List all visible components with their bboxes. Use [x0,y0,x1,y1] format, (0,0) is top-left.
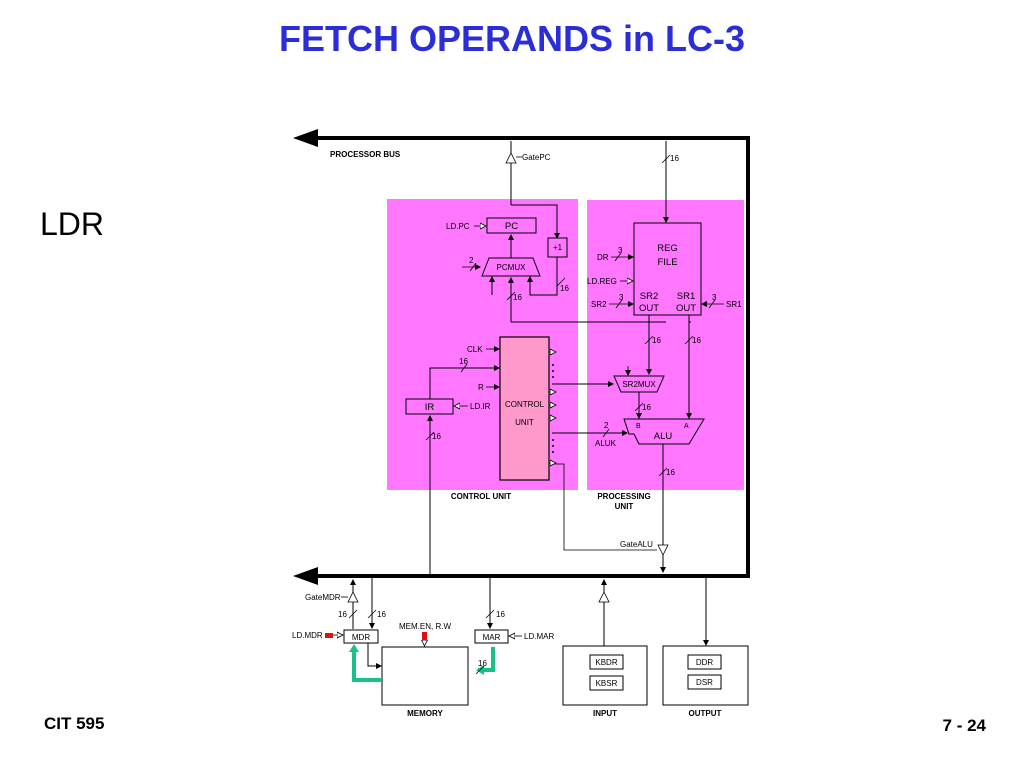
dr-width-label: 3 [618,246,623,255]
register-file [633,222,702,316]
ld-mar-label: LD.MAR [524,632,554,641]
ld-mdr-label: LD.MDR [292,631,323,640]
gate-pc-buffer [505,152,517,164]
processor-bus [293,129,750,585]
control-label-line2: UNIT [515,418,534,427]
ir-register [405,398,454,415]
mdr-out-width-label: 16 [338,610,347,619]
pc-label: PC [505,221,518,232]
reg-file-label-line1: REG [657,243,678,254]
dsr-register [687,674,722,690]
ir-to-control-width-label: 16 [459,357,468,366]
mem-en-marker [422,632,427,640]
memory-block [381,646,469,706]
sr1-out-label-line2: OUT [676,303,696,314]
dsr-label: DSR [696,678,713,687]
gate-mdr-label: GateMDR [305,593,341,602]
dr-label: DR [597,253,609,262]
gate-mdr-buffer [347,591,359,603]
sr1-out-width-label: 16 [692,336,701,345]
instruction-label: LDR [40,206,105,242]
ld-pc-label: LD.PC [446,222,470,231]
sr2mux [613,375,665,393]
pcmux-input-width-label: 16 [513,293,522,302]
clk-label: CLK [467,345,483,354]
sr2-width-label: 3 [619,293,624,302]
plus-one-width-label: 16 [560,284,569,293]
ld-mdr-marker [325,633,333,638]
mdr-register [343,629,379,644]
processor-bus-label: PROCESSOR BUS [330,150,401,159]
alu-out-width-label: 16 [666,468,675,477]
regfile-bus-width-label: 16 [670,154,679,163]
gate-pc-label: GatePC [522,153,551,162]
pcmux-label: PCMUX [497,263,527,272]
output-caption: OUTPUT [689,709,722,718]
kbsr-register [589,675,624,691]
control-unit-caption: CONTROL UNIT [451,492,511,501]
ddr-register [687,654,722,670]
mar-in-width-label: 16 [496,610,505,619]
gate-alu-buffer [657,544,669,556]
control-label-line1: CONTROL [505,400,545,409]
kbsr-label: KBSR [596,679,618,688]
aluk-label: ALUK [595,439,617,448]
ir-input-width-label: 16 [432,432,441,441]
pc-register [486,217,537,234]
sr1-width-label: 3 [712,293,717,302]
pcmux [481,257,541,277]
sr1-label: SR1 [726,300,742,309]
r-label: R [478,383,484,392]
processing-unit-caption-line2: UNIT [615,502,634,511]
sr2-out-width-label: 16 [652,336,661,345]
ld-ir-label: LD.IR [470,402,491,411]
kbdr-register [589,654,624,670]
mem-en-rw-label: MEM.EN, R.W [399,622,451,631]
mar-label: MAR [483,633,501,642]
gate-alu-label: GateALU [620,540,653,549]
alu-label: ALU [654,431,673,442]
slide-number: 7 - 24 [942,716,986,735]
mar-to-memory-width-label: 16 [478,659,487,668]
mdr-in-width-label: 16 [377,610,386,619]
alu-input-a-label: A [684,423,689,430]
processing-unit-caption-line1: PROCESSING [597,492,650,501]
input-caption: INPUT [593,709,617,718]
memory-to-mdr-highlight [352,647,381,682]
mar-register [474,629,509,644]
reg-file-label-line2: FILE [657,257,677,268]
ddr-label: DDR [696,658,714,667]
course-label: CIT 595 [44,714,105,733]
sr2mux-out-width-label: 16 [642,403,651,412]
sr2mux-label: SR2MUX [622,380,656,389]
sr1-out-label-line1: SR1 [677,291,695,302]
alu-input-b-label: B [636,423,641,430]
control-unit-block [499,336,550,481]
input-gate-buffer [598,591,610,603]
control-signal-outputs [549,352,556,463]
mdr-label: MDR [352,633,370,642]
plus-one-label: +1 [553,243,563,252]
alu [623,418,705,445]
ld-reg-label: LD.REG [587,277,617,286]
sr2-out-label-line1: SR2 [640,291,658,302]
sr2-out-label-line2: OUT [639,303,659,314]
kbdr-label: KBDR [595,658,617,667]
ir-label: IR [425,402,435,413]
pcmux-select-width-label: 2 [469,256,474,265]
slide-title: FETCH OPERANDS in LC-3 [278,18,745,59]
sr2-label: SR2 [591,300,607,309]
aluk-width-label: 2 [604,421,609,430]
memory-caption: MEMORY [407,709,443,718]
